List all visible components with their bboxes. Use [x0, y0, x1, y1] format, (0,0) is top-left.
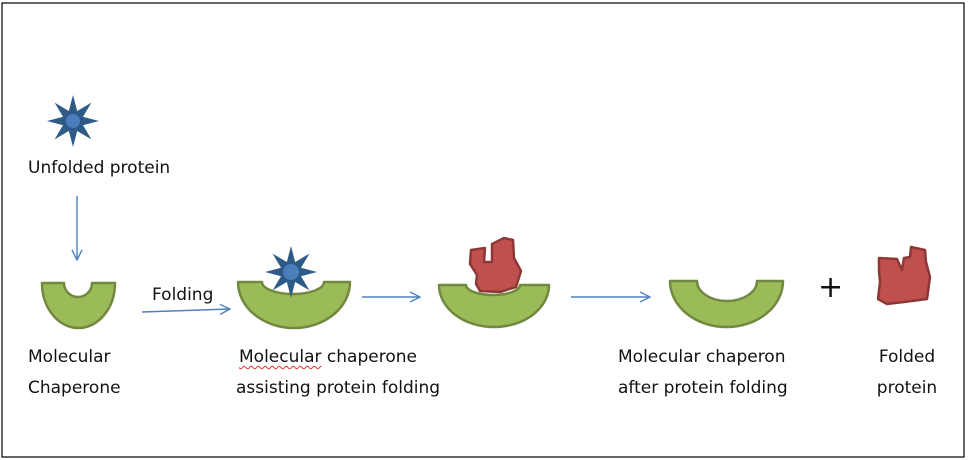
assisting-label: Molecular chaperone assisting protein fo…: [236, 342, 440, 404]
molecular-chaperone-label-line2: Chaperone: [28, 378, 121, 398]
assisting-label-line1-rest: chaperone: [321, 347, 417, 367]
after-folding-label-line2: after protein folding: [618, 378, 788, 398]
unfolded-protein-star-icon: [47, 95, 99, 147]
assisting-label-line2: assisting protein folding: [236, 378, 441, 398]
molecular-chaperone-icon: [40, 281, 117, 330]
after-folding-label: Molecular chaperon after protein folding: [618, 342, 788, 404]
plus-sign: +: [818, 270, 844, 305]
folded-protein-label-line1: Folded: [878, 347, 936, 367]
chaperone-with-folding-protein-icon: [437, 283, 551, 329]
folded-protein-icon: [876, 245, 932, 306]
after-folding-label-line1: Molecular chaperon: [618, 347, 786, 367]
spellcheck-word: Molecular: [239, 347, 322, 367]
folding-protein-icon: [468, 236, 523, 294]
chaperone-after-folding-icon: [668, 279, 785, 329]
unfolded-protein-label: Unfolded protein: [28, 158, 171, 178]
chaperone-assisting-icon: [236, 280, 352, 330]
assisting-label-line1: Molecular chaperone: [236, 342, 440, 373]
molecular-chaperone-label: Molecular Chaperone: [28, 342, 121, 404]
folding-label: Folding: [152, 285, 214, 305]
arrow-folding: [141, 309, 230, 312]
unfolded-protein-bound-star-icon: [265, 246, 317, 298]
folded-protein-label-line2: protein: [876, 378, 938, 398]
folded-protein-label: Folded protein: [868, 342, 946, 404]
molecular-chaperone-label-line1: Molecular: [28, 347, 111, 367]
